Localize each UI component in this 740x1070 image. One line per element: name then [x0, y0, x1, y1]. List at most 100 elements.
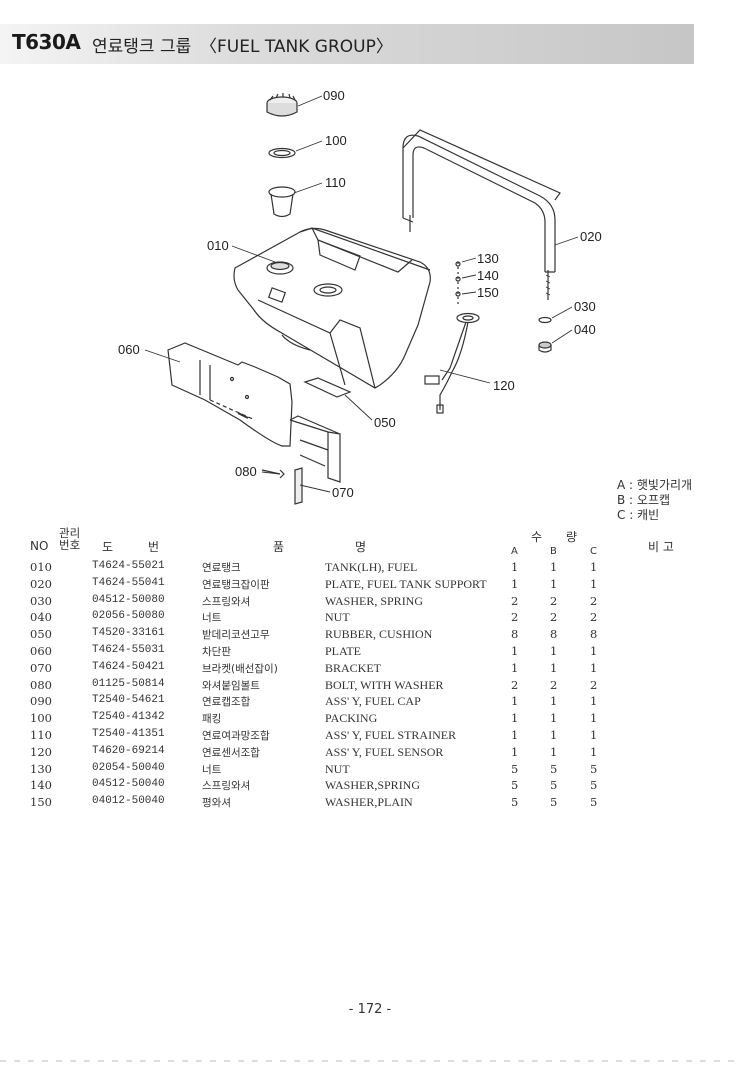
header-item: 품	[273, 540, 285, 554]
row-no: 070	[30, 660, 52, 675]
row-qty-b: 5	[550, 761, 558, 776]
packing-part	[268, 147, 296, 159]
row-qty-c: 5	[590, 795, 598, 810]
row-qty-b: 2	[550, 677, 558, 692]
header-quantity-2: 량	[566, 530, 578, 544]
row-qty-c: 8	[590, 627, 598, 642]
row-english-name: NUT	[325, 761, 350, 776]
row-english-name: WASHER, SPRING	[325, 593, 424, 608]
callout-150: 150	[477, 285, 499, 300]
row-qty-c: 1	[590, 694, 598, 709]
row-english-name: NUT	[325, 610, 350, 625]
header-remarks: 비 고	[648, 540, 674, 554]
row-qty-a: 1	[511, 744, 519, 759]
row-part-number: 02054-50040	[92, 761, 165, 774]
row-korean-name: 브라켓(배선잡이)	[202, 662, 278, 675]
row-qty-a: 2	[511, 677, 519, 692]
row-part-number: 04512-50080	[92, 593, 165, 606]
row-qty-a: 1	[511, 660, 519, 675]
row-no: 110	[30, 727, 52, 742]
model-code: T630A	[12, 30, 81, 54]
row-english-name: PLATE	[325, 643, 361, 658]
row-qty-c: 1	[590, 560, 598, 574]
callout-060: 060	[118, 342, 140, 357]
row-qty-b: 8	[550, 627, 558, 642]
shield-plate-part	[167, 342, 293, 447]
row-qty-c: 1	[590, 727, 598, 742]
spring-washer-part	[538, 316, 552, 324]
row-qty-c: 2	[590, 610, 598, 625]
header-name: 명	[355, 540, 367, 554]
row-qty-a: 1	[511, 694, 519, 709]
header-number: 번	[148, 540, 160, 554]
row-qty-c: 5	[590, 761, 598, 776]
row-english-name: ASS' Y, FUEL STRAINER	[325, 727, 457, 742]
nut-part	[538, 341, 552, 353]
row-no: 130	[30, 761, 52, 776]
row-qty-b: 2	[550, 593, 558, 608]
legend-a: A : 햇빛가리개	[617, 478, 693, 492]
row-english-name: PLATE, FUEL TANK SUPPORT	[325, 576, 487, 591]
fuel-strainer-part	[268, 186, 296, 218]
row-qty-a: 5	[511, 778, 519, 793]
row-korean-name: 너트	[202, 612, 222, 625]
row-part-number: T4624-55021	[92, 560, 165, 572]
callout-140: 140	[477, 268, 499, 283]
row-qty-b: 1	[550, 744, 558, 759]
callout-120: 120	[493, 378, 515, 393]
row-qty-b: 1	[550, 643, 558, 658]
row-qty-c: 1	[590, 576, 598, 591]
row-qty-a: 8	[511, 627, 519, 642]
row-qty-a: 2	[511, 593, 519, 608]
row-korean-name: 연료여과망조합	[202, 729, 270, 742]
row-no: 120	[30, 744, 52, 759]
row-english-name: ASS' Y, FUEL SENSOR	[325, 744, 444, 759]
row-english-name: ASS' Y, FUEL CAP	[325, 694, 421, 709]
row-no: 010	[30, 560, 52, 574]
callout-080: 080	[235, 464, 257, 479]
row-korean-name: 연료캡조합	[202, 696, 251, 709]
row-qty-c: 1	[590, 744, 598, 759]
row-part-number: T2540-41342	[92, 711, 165, 724]
row-no: 040	[30, 610, 52, 625]
scan-artifact	[0, 1060, 740, 1062]
row-qty-b: 1	[550, 694, 558, 709]
row-qty-c: 5	[590, 778, 598, 793]
row-part-number: T4620-69214	[92, 744, 165, 757]
row-no: 150	[30, 795, 52, 810]
row-qty-c: 1	[590, 660, 598, 675]
row-korean-name: 스프링와셔	[202, 595, 251, 608]
row-no: 060	[30, 643, 52, 658]
row-qty-c: 2	[590, 593, 598, 608]
row-part-number: 04512-50040	[92, 778, 165, 791]
row-korean-name: 연료탱크잡이판	[202, 578, 270, 591]
row-korean-name: 와셔붙임볼트	[202, 679, 260, 692]
row-english-name: RUBBER, CUSHION	[325, 627, 433, 642]
callout-070: 070	[332, 485, 354, 500]
model-legend: A : 햇빛가리개 B : 오프캡 C : 캐빈	[617, 478, 692, 523]
callout-100: 100	[325, 133, 347, 148]
group-title-english: 〈FUEL TANK GROUP〉	[200, 37, 393, 57]
row-qty-a: 1	[511, 576, 519, 591]
row-part-number: 04012-50040	[92, 795, 165, 808]
row-part-number: T4624-50421	[92, 660, 165, 673]
header-mgmt-no: 관리 번호	[59, 526, 81, 552]
row-qty-a: 1	[511, 711, 519, 726]
row-korean-name: 받데리코션고무	[202, 629, 270, 642]
row-no: 050	[30, 627, 52, 642]
row-part-number: T2540-54621	[92, 694, 165, 707]
fuel-tank-part	[233, 227, 431, 389]
row-korean-name: 평와셔	[202, 797, 231, 810]
row-korean-name: 연료탱크	[202, 562, 241, 574]
callout-050: 050	[374, 415, 396, 430]
tank-support-plate-part	[402, 129, 561, 300]
